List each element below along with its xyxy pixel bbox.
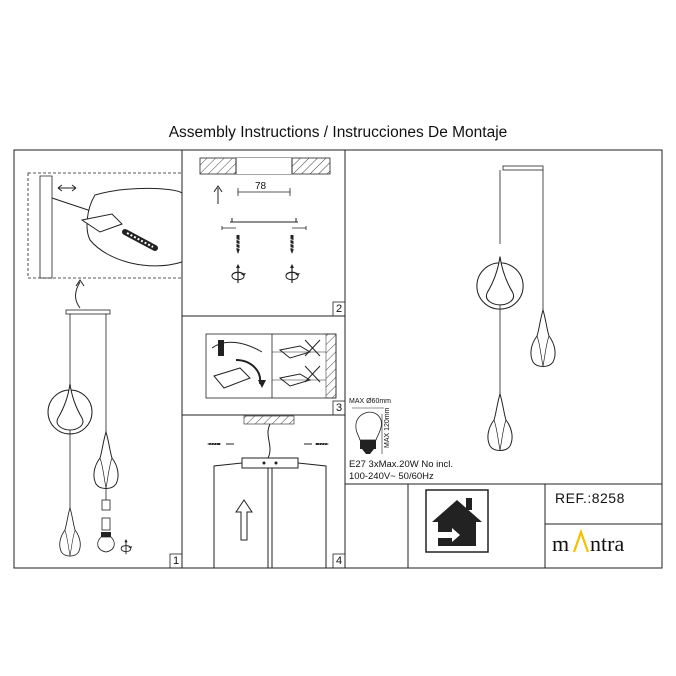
page-title: Assembly Instructions / Instrucciones De…: [168, 124, 508, 141]
panel-number-2: 2: [336, 303, 343, 315]
panel-number-3: 3: [336, 402, 343, 414]
indoor-use-house-icon: [425, 489, 489, 553]
bracket-dimension: 78: [255, 181, 267, 192]
panel-number-1: 1: [173, 555, 180, 567]
panel-number-4: 4: [336, 555, 343, 567]
bulb-max-height: MAX 120mm: [384, 407, 391, 448]
bulb-spec-line-1: E27 3xMax.20W No incl.: [349, 459, 454, 470]
panel-4-illustration: [206, 415, 330, 568]
reference-number: REF.:8258: [555, 490, 625, 506]
logo-accent: [572, 528, 590, 553]
panel-3-illustration: [205, 333, 337, 399]
bulb-max-diameter: MAX Ø60mm: [349, 398, 392, 405]
svg-text:ntra: ntra: [590, 531, 624, 556]
panel-2-illustration: [199, 157, 331, 284]
panel-1-illustration: [27, 172, 183, 557]
lamp-overview: [476, 165, 556, 451]
svg-text:m: m: [552, 531, 569, 556]
bulb-spec-line-2: 100-240V~ 50/60Hz: [349, 471, 434, 482]
brand-logo: m ntra: [552, 528, 624, 556]
bulb-diagram: [352, 407, 384, 454]
